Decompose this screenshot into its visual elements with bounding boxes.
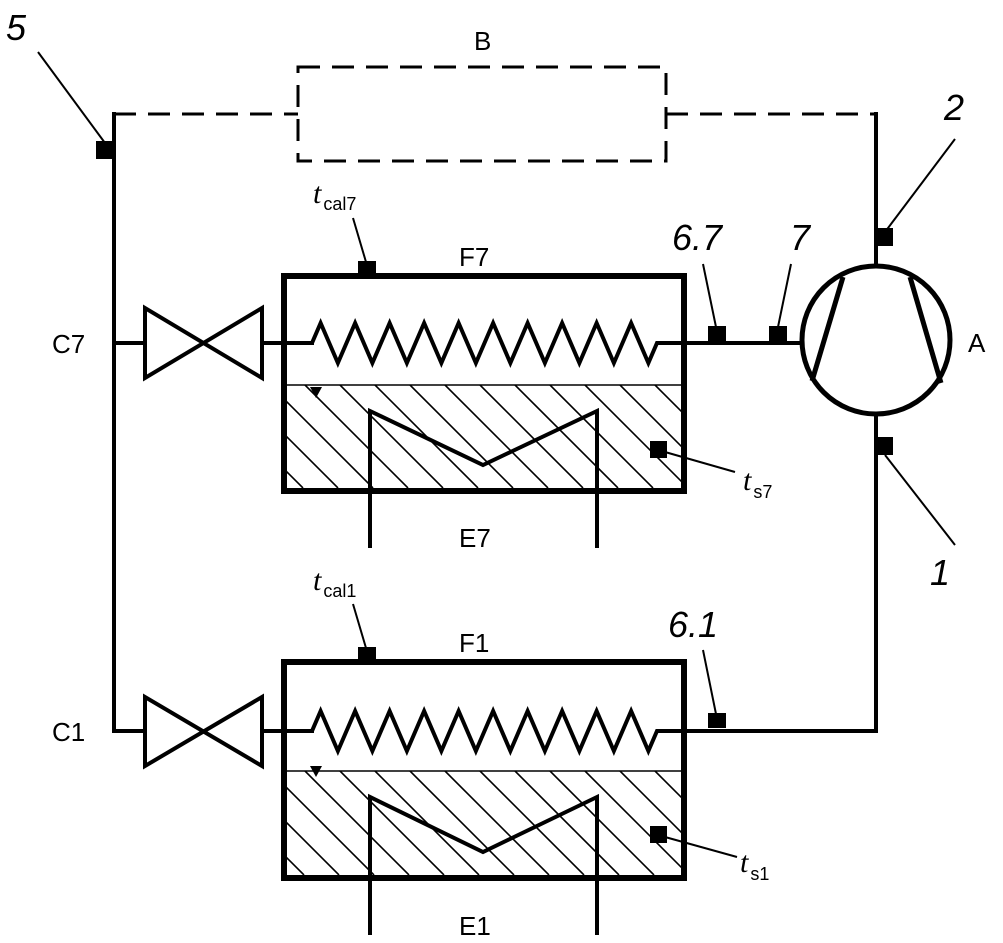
storage-hatch-e1 [287,771,681,875]
svg-text:6.1: 6.1 [668,604,718,645]
hatch-line [549,771,655,875]
hatch-line [514,385,619,488]
measurement-point-6-7: 6.7 [672,217,726,341]
compressor-a: A [799,263,986,417]
measurement-point-2: 2 [877,87,964,246]
svg-text:5: 5 [6,7,27,48]
hatch-line [444,771,550,875]
hatch-line [287,821,340,875]
measurement-point-7: 7 [769,217,812,341]
hatch-line [514,771,620,875]
svg-text:7: 7 [790,217,812,258]
hatch-line [444,385,549,488]
svg-text:1: 1 [930,552,950,593]
hatch-line [339,385,444,488]
hatch-line [304,771,410,875]
hatch-line [690,385,793,488]
hatch-line [409,385,514,488]
compressor-label: A [968,328,986,358]
measurement-point-1: 1 [877,437,956,593]
measurement-point-5: 5 [6,7,112,159]
hatch-line [287,400,374,488]
expansion-valve-c1: C1 [52,693,264,770]
hatch-line [549,385,654,488]
hatch-line [584,771,681,869]
evaporator-f7: F7 E7 [281,242,793,553]
storage-e1-label: E1 [459,911,491,941]
bypass-label: B [474,26,491,56]
hatch-line [619,385,681,448]
hatch-line [339,771,445,875]
evaporator-f1: F1 E1 [281,628,687,941]
bypass-b: B [114,26,876,163]
hatch-line [409,771,515,875]
valve-c1-label: C1 [52,717,85,747]
svg-text:6.7: 6.7 [672,217,724,258]
hatch-line [584,385,681,483]
expansion-valve-c7: C7 [52,304,264,382]
evaporator-f7-label: F7 [459,242,489,272]
valve-c7-label: C7 [52,329,85,359]
hatch-line [654,385,681,413]
hatch-line [304,385,409,488]
storage-e7-label: E7 [459,523,491,553]
hatch-line [479,771,585,875]
measurement-point-6-1: 6.1 [668,604,726,728]
evaporator-f1-label: F1 [459,628,489,658]
svg-text:ts1: ts1 [740,846,769,884]
hatch-line [479,385,584,488]
svg-text:ts7: ts7 [743,464,772,502]
svg-text:2: 2 [943,87,964,128]
hatch-line [619,771,681,834]
hatch-line [287,435,339,488]
storage-hatch-e7 [287,385,793,488]
hatch-line [287,856,305,875]
hatch-line [654,771,681,799]
hatch-line [287,786,375,875]
